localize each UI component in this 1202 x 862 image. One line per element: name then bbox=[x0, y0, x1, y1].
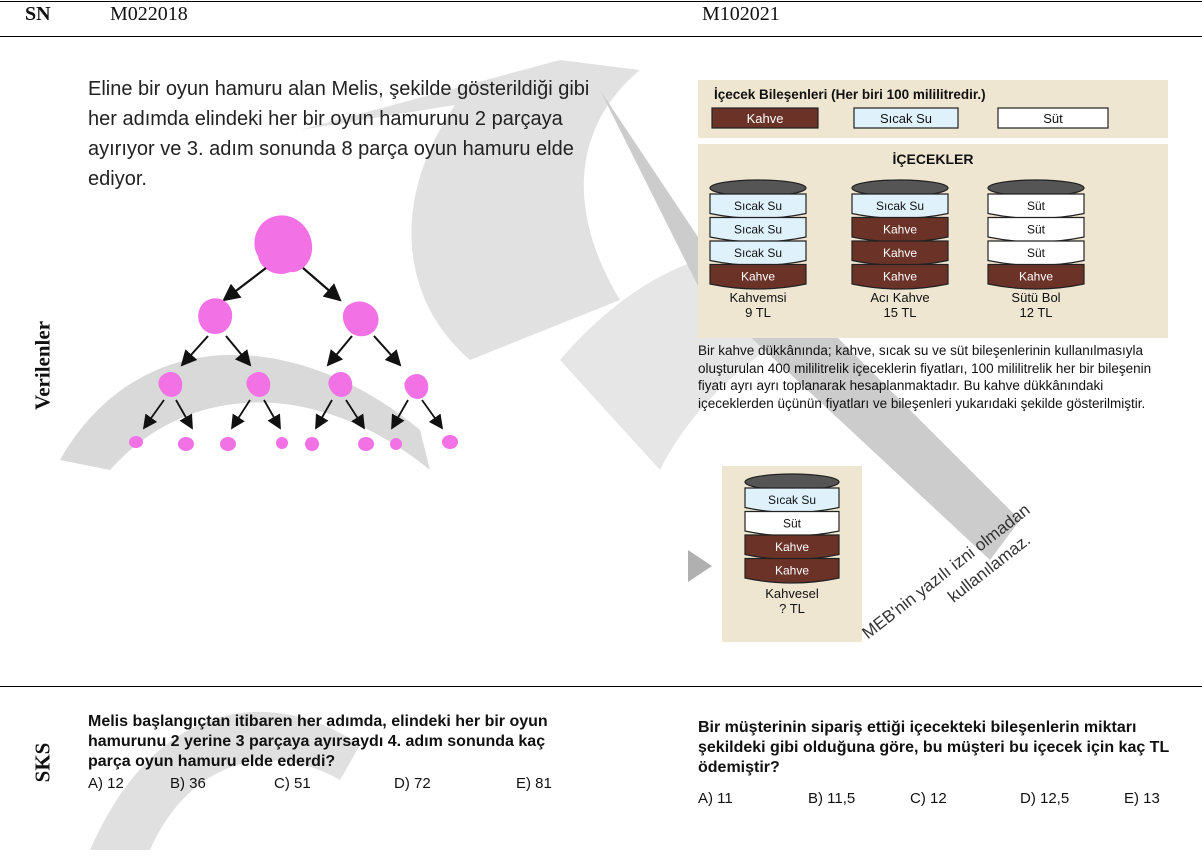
cup-layer-label: Süt bbox=[783, 516, 802, 530]
option-b[interactable]: B) 36 bbox=[170, 775, 206, 792]
legend-sut: Süt bbox=[1043, 111, 1063, 126]
row-label-given: Verilenler bbox=[30, 320, 55, 411]
cup-layer-label: Kahve bbox=[775, 563, 809, 577]
drinks-title: İÇECEKLER bbox=[893, 151, 974, 167]
option-e[interactable]: E) 13 bbox=[1124, 790, 1160, 807]
option-c[interactable]: C) 51 bbox=[274, 775, 311, 792]
coffee-question: Bir müşterinin sipariş ettiği içecekteki… bbox=[698, 719, 1169, 776]
option-e[interactable]: E) 81 bbox=[516, 775, 552, 792]
cup-layer-label: Kahve bbox=[883, 246, 917, 260]
header-rule bbox=[0, 36, 1202, 37]
option-c[interactable]: C) 12 bbox=[910, 790, 947, 807]
sn-label: SN bbox=[25, 3, 51, 25]
dough-question: Melis başlangıçtan itibaren her adımda, … bbox=[88, 713, 548, 770]
legend-sicak-su: Sıcak Su bbox=[880, 111, 932, 126]
legend-title: İçecek Bileşenleri (Her biri 100 mililit… bbox=[714, 87, 986, 102]
drink-price: ? TL bbox=[779, 601, 805, 616]
dough-intro-text: Eline bir oyun hamuru alan Melis, şekild… bbox=[88, 78, 590, 190]
top-rule bbox=[0, 1, 1202, 2]
col2-code: M102021 bbox=[702, 3, 780, 25]
drink-name: Kahvesel bbox=[765, 586, 819, 601]
cup-layer bbox=[709, 263, 807, 290]
drink-price: 9 TL bbox=[745, 305, 771, 320]
option-a[interactable]: A) 12 bbox=[88, 775, 124, 792]
cup-layer-label: Süt bbox=[1027, 222, 1046, 236]
watermark-text: MEB'nin yazılı izni olmadan kullanılamaz… bbox=[859, 500, 1035, 643]
legend-kahve: Kahve bbox=[747, 111, 784, 126]
cup-layer-label: Kahve bbox=[883, 269, 917, 283]
col1-code: M022018 bbox=[110, 3, 188, 25]
cup-layer-label: Sıcak Su bbox=[734, 246, 782, 260]
cup-layer-label: Süt bbox=[1027, 246, 1046, 260]
cup-layer bbox=[744, 557, 840, 584]
section-rule bbox=[0, 686, 1202, 687]
cup-layer bbox=[987, 263, 1085, 290]
drinks-figure: İçecek Bileşenleri (Her biri 100 mililit… bbox=[698, 80, 1168, 338]
cup-layer-label: Kahve bbox=[775, 540, 809, 554]
cup-layer-label: Kahve bbox=[741, 269, 775, 283]
option-d[interactable]: D) 72 bbox=[394, 775, 431, 792]
cup-layer-label: Kahve bbox=[1019, 269, 1053, 283]
drink-name: Acı Kahve bbox=[870, 290, 929, 305]
drink-name: Kahvemsi bbox=[729, 290, 786, 305]
drink-price: 12 TL bbox=[1019, 305, 1052, 320]
option-a[interactable]: A) 11 bbox=[698, 790, 733, 807]
row-label-sks: SKS bbox=[30, 742, 55, 783]
option-b[interactable]: B) 11,5 bbox=[808, 790, 856, 807]
cup-layer bbox=[851, 263, 949, 290]
cup-layer-label: Sıcak Su bbox=[734, 199, 782, 213]
cup-layer-label: Kahve bbox=[883, 222, 917, 236]
cup-layer-label: Sıcak Su bbox=[876, 199, 924, 213]
drink-name: Sütü Bol bbox=[1011, 290, 1060, 305]
dough-split-diagram bbox=[129, 215, 458, 451]
coffee-story-text: Bir kahve dükkânında; kahve, sıcak su ve… bbox=[698, 343, 1152, 411]
cup-layer-label: Sıcak Su bbox=[734, 222, 782, 236]
cup-layer-label: Süt bbox=[1027, 199, 1046, 213]
option-d[interactable]: D) 12,5 bbox=[1020, 790, 1070, 807]
drink-price: 15 TL bbox=[883, 305, 916, 320]
dough-piece-root bbox=[254, 215, 313, 275]
svg-text:MEB'nin yazılı izni olmadan: MEB'nin yazılı izni olmadan bbox=[859, 500, 1034, 643]
cup-layer-label: Sıcak Su bbox=[768, 493, 816, 507]
